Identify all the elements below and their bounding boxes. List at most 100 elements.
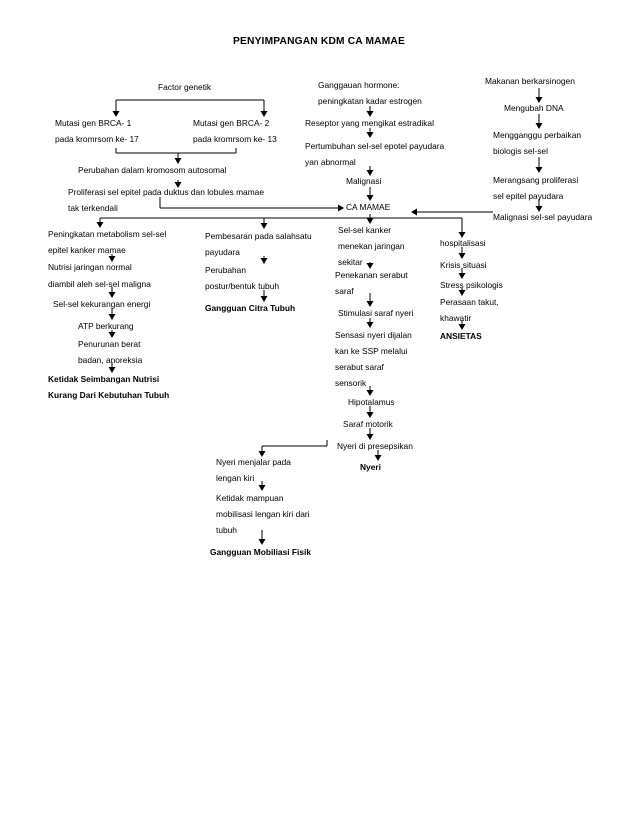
diagnosis-ansietas: ANSIETAS xyxy=(440,331,482,341)
diagnosis-citra-tubuh: Gangguan Citra Tubuh xyxy=(205,303,296,313)
node-reseptor: Reseptor yang mengikat estradikal xyxy=(305,118,434,128)
node-sensasi-line4: sensorik xyxy=(335,378,367,388)
node-nutrisi-line2: diambil aleh sel-sel maligna xyxy=(48,279,151,289)
arrow-stimulasi-sensasi-head xyxy=(366,322,374,328)
arrow-ca-hospitalisasi-head xyxy=(458,232,466,238)
arrow-branch-nyeri-menjalar-head xyxy=(258,451,266,457)
arrow-ca-peningkatan-head xyxy=(96,222,104,228)
node-penekanan: Penekanan serabut xyxy=(335,270,408,280)
node-perubahan-postur-line2: postur/bentuk tubuh xyxy=(205,281,280,291)
diagnosis-mobilisasi: Gangguan Mobiliasi Fisik xyxy=(210,547,311,557)
node-atp: ATP berkurang xyxy=(78,321,134,331)
arrow-sensasi-hipotalamus-head xyxy=(366,390,374,396)
node-penurunan-berat: Penurunan berat xyxy=(78,339,141,349)
node-perubahan-postur: Perubahan xyxy=(205,265,246,275)
arrow-hospitalisasi-krisis-head xyxy=(458,253,466,259)
arrow-mengganggu-merangsang-head xyxy=(535,167,543,173)
node-mengganggu-line2: biologis sel-sel xyxy=(493,146,548,156)
node-merangsang: Merangsang proliferasi xyxy=(493,175,579,185)
node-selsel-kanker-line2: menekan jaringan xyxy=(338,241,405,251)
node-brca2-line2: pada kromrsom ke- 13 xyxy=(193,134,277,144)
node-sensasi-line2: kan ke SSP melalui xyxy=(335,346,408,356)
arrow-pertumbuhan-malignasi-head xyxy=(366,170,374,176)
node-pertumbuhan: Pertumbuhan sel-sel epotel payudara xyxy=(305,141,445,151)
arrow-energi-atp-head xyxy=(108,314,116,320)
node-ketidak-mampuan-line3: tubuh xyxy=(216,525,237,535)
arrow-perubahan-proliferasi-head xyxy=(174,182,182,188)
node-proliferasi-line2: tak terkendali xyxy=(68,203,118,213)
node-perasaan-takut: Perasaan takut, xyxy=(440,297,499,307)
node-malignasi-sel: Malignasi sel-sel payudara xyxy=(493,212,593,222)
arrow-ketidak-diagnosis-head xyxy=(258,539,266,545)
arrow-penurunan-diagnosis-head xyxy=(108,367,116,373)
node-ketidak-mampuan-line2: mobilisasi lengan kiri dari xyxy=(216,509,310,519)
arrow-merangsang-malignasi-head xyxy=(535,206,543,212)
diagnosis-nyeri: Nyeri xyxy=(360,462,381,472)
arrow-hipotalamus-motorik-head xyxy=(366,412,374,418)
node-nyeri-presepsikan: Nyeri di presepsikan xyxy=(337,441,413,451)
node-nyeri-menjalar-line2: lengan kiri xyxy=(216,473,255,483)
arrow-dna-mengganggu-head xyxy=(535,123,543,129)
arrow-selsel-penekanan-head xyxy=(366,263,374,269)
node-hospitalisasi: hospitalisasi xyxy=(440,238,486,248)
node-hormone-line2: peningkatan kadar estrogen xyxy=(318,96,422,106)
arrow-ca-pembesaran-head xyxy=(260,223,268,229)
proliferasi-to-ca-head xyxy=(338,204,344,212)
arrow-nutrisi-energi-head xyxy=(108,292,116,298)
diagnosis-nutrisi-line2: Kurang Dari Kebutuhan Tubuh xyxy=(48,390,170,400)
node-merangsang-line2: sel epitel payudara xyxy=(493,191,564,201)
node-sensasi: Sensasi nyeri dijalan xyxy=(335,330,412,340)
arrow-reseptor-pertumbuhan-head xyxy=(366,132,374,138)
arrow-atp-penurunan-head xyxy=(108,332,116,338)
arrow-perubahan-diagnosis-head xyxy=(260,296,268,302)
arrow-krisis-stress-head xyxy=(458,273,466,279)
node-kekurangan-energi: Sel-sel kekurangan energi xyxy=(53,299,151,309)
node-ca-mamae: CA MAMAE xyxy=(346,202,391,212)
node-hormone: Ganggauan hormone: xyxy=(318,80,400,90)
node-brca1-line2: pada kromrsom ke- 17 xyxy=(55,134,139,144)
node-krisis-situasi: Krisis situasi xyxy=(440,260,487,270)
arrow-presepsikan-diagnosis-head xyxy=(374,455,382,461)
node-nyeri-menjalar: Nyeri menjalar pada xyxy=(216,457,291,467)
arrow-stress-perasaan-head xyxy=(458,290,466,296)
arrow-ca-selsel-head xyxy=(366,218,374,224)
node-perasaan-takut-line2: khawatir xyxy=(440,313,472,323)
arrow-menjalar-ketidak-head xyxy=(258,485,266,491)
node-peningkatan-metabolism: Peningkatan metabolism sel-sel xyxy=(48,229,167,239)
arrow-motorik-presepsikan-head xyxy=(366,434,374,440)
node-proliferasi: Proliferasi sel epitel pada duktus dan l… xyxy=(68,187,264,197)
arrow-factor-brca1-head xyxy=(112,111,120,117)
node-mengganggu: Mengganggu perbaikan xyxy=(493,130,582,140)
node-penurunan-berat-line2: badan, anoreksia xyxy=(78,355,143,365)
node-factor-genetik: Factor genetik xyxy=(158,82,212,92)
node-sensasi-line3: serabut saraf xyxy=(335,362,384,372)
node-penekanan-line2: saraf xyxy=(335,286,354,296)
node-pembesaran-line2: payudara xyxy=(205,247,240,257)
arrow-malignasi-ca-head xyxy=(366,195,374,201)
malignasi-sel-to-ca-head xyxy=(411,208,417,216)
arrow-brca-perubahan-head xyxy=(174,158,182,164)
diagram-title: PENYIMPANGAN KDM CA MAMAE xyxy=(233,36,405,47)
node-ketidak-mampuan: Ketidak mampuan xyxy=(216,493,284,503)
node-selsel-kanker-line3: sekitar xyxy=(338,257,363,267)
node-pertumbuhan-line2: yan abnormal xyxy=(305,157,356,167)
arrow-penekanan-stimulasi-head xyxy=(366,301,374,307)
arrow-perasaan-ansietas-head xyxy=(458,324,466,330)
arrow-pembesaran-perubahan-head xyxy=(260,258,268,264)
arrow-peningkatan-nutrisi-head xyxy=(108,256,116,262)
node-peningkatan-metabolism-line2: epitel kanker mamae xyxy=(48,245,126,255)
arrow-hormone-reseptor-head xyxy=(366,111,374,117)
node-stimulasi: Stimulasi saraf nyeri xyxy=(338,308,414,318)
node-pembesaran: Pembesaran pada salahsatu xyxy=(205,231,312,241)
node-brca2: Mutasi gen BRCA- 2 xyxy=(193,118,270,128)
node-hipotalamus: Hipotalamus xyxy=(348,397,395,407)
node-makanan: Makanan berkarsinogen xyxy=(485,76,575,86)
arrow-makanan-dna-head xyxy=(535,97,543,103)
node-saraf-motorik: Saraf motorik xyxy=(343,419,393,429)
node-nutrisi: Nutrisi jaringan normal xyxy=(48,262,132,272)
node-brca1: Mutasi gen BRCA- 1 xyxy=(55,118,132,128)
node-stress-psikologis: Stress psikologis xyxy=(440,280,503,290)
node-selsel-kanker: Sel-sel kanker xyxy=(338,225,392,235)
